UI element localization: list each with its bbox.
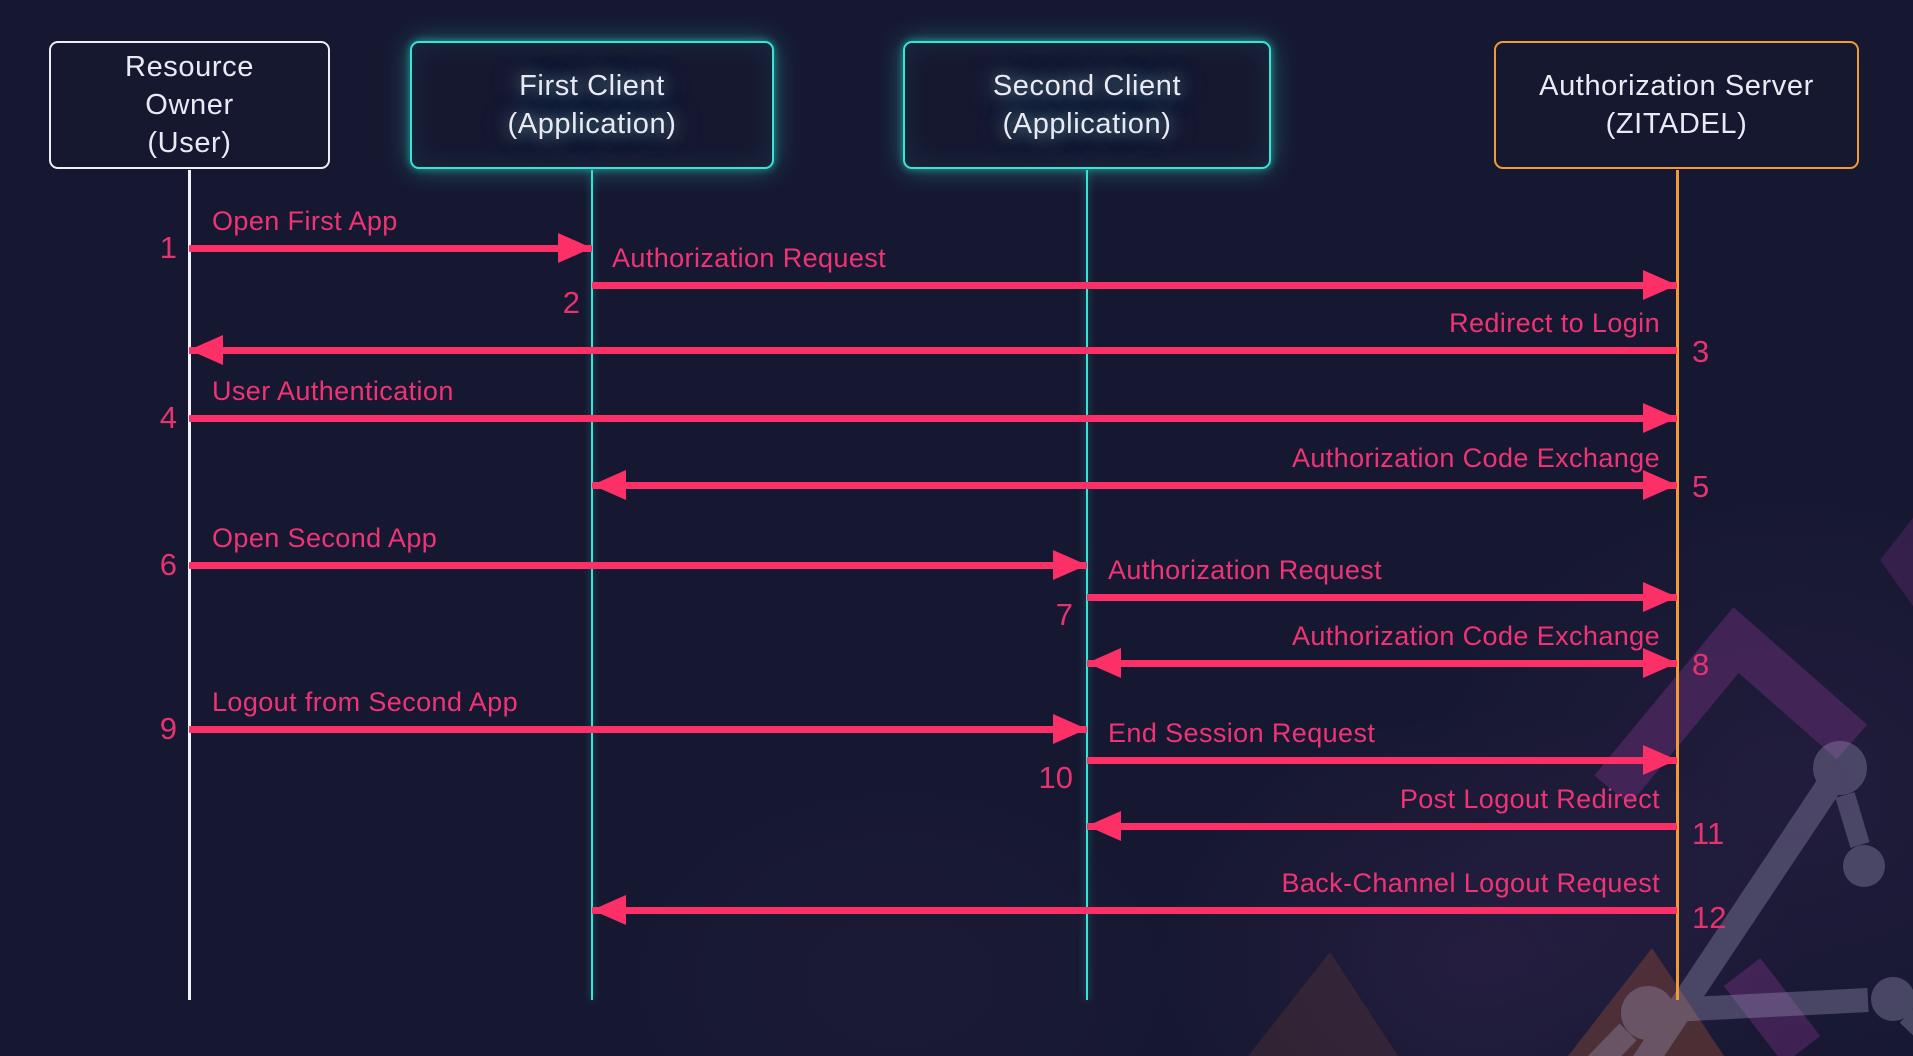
actor-box-second-client: Second Client (Application): [903, 41, 1271, 169]
message-number: 1: [159, 230, 177, 265]
arrowhead-right-icon: [1643, 745, 1677, 775]
arrowhead-left-icon: [592, 895, 626, 925]
message-label: Open Second App: [212, 523, 438, 553]
message-label: Authorization Request: [1108, 555, 1383, 585]
message-bar: [1087, 594, 1677, 601]
lifeline-second-client: [1086, 170, 1088, 1000]
message-number: 3: [1692, 334, 1710, 369]
message-label: User Authentication: [212, 376, 454, 406]
message-bar: [1087, 660, 1677, 667]
message-bar: [189, 245, 592, 252]
watermark-orange-triangle: [1568, 948, 1724, 1056]
message-bar: [1087, 757, 1677, 764]
message-label: Post Logout Redirect: [1399, 784, 1660, 814]
message-bar: [592, 282, 1677, 289]
message-number: 2: [562, 285, 580, 320]
watermark-purple-corner: [1880, 518, 1913, 606]
message-bar: [592, 482, 1677, 489]
message-number: 7: [1055, 597, 1073, 632]
message-bar: [189, 415, 1677, 422]
arrowhead-right-icon: [1643, 470, 1677, 500]
message-bar: [1087, 823, 1677, 830]
actor-title-second-client-line: Second Client: [992, 70, 1182, 102]
arrowhead-right-icon: [1643, 582, 1677, 612]
message-label: Open First App: [212, 206, 398, 236]
actor-title-first-client-line: First Client: [519, 70, 665, 102]
arrowhead-left-icon: [1087, 648, 1121, 678]
message-number: 12: [1692, 900, 1727, 935]
arrowhead-right-icon: [558, 233, 592, 263]
arrowhead-right-icon: [1643, 648, 1677, 678]
message-number: 4: [159, 400, 177, 435]
message-number: 8: [1692, 647, 1710, 682]
arrowhead-right-icon: [1053, 714, 1087, 744]
actor-title-first-client-line: (Application): [507, 108, 677, 140]
message-bar: [592, 907, 1677, 914]
message-label: Authorization Request: [612, 243, 887, 273]
actor-box-first-client: First Client (Application): [410, 41, 774, 169]
watermark-orange-triangle-2: [1248, 952, 1398, 1056]
message-bar: [189, 726, 1087, 733]
message-label: Logout from Second App: [212, 687, 519, 717]
actor-title-resource-owner-line: (User): [147, 127, 232, 159]
actor-title-authorization-server-line: (ZITADEL): [1605, 108, 1748, 140]
arrowhead-right-icon: [1643, 270, 1677, 300]
arrowhead-right-icon: [1053, 550, 1087, 580]
message-label: End Session Request: [1108, 718, 1376, 748]
actor-title-resource-owner-line: Owner: [145, 89, 234, 121]
message-label: Back-Channel Logout Request: [1281, 868, 1660, 898]
actor-title-resource-owner-line: Resource: [125, 51, 254, 83]
message-number: 5: [1692, 469, 1710, 504]
arrowhead-right-icon: [1643, 403, 1677, 433]
lifeline-resource-owner: [187, 170, 191, 1000]
lifeline-first-client: [591, 170, 593, 1000]
message-label: Authorization Code Exchange: [1291, 621, 1660, 651]
message-number: 6: [159, 547, 177, 582]
message-number: 10: [1038, 760, 1073, 795]
actor-title-authorization-server-line: Authorization Server: [1539, 70, 1814, 102]
arrowhead-left-icon: [1087, 811, 1121, 841]
actor-box-authorization-server: Authorization Server (ZITADEL): [1494, 41, 1859, 169]
arrowhead-left-icon: [189, 335, 223, 365]
arrowhead-left-icon: [592, 470, 626, 500]
lifeline-authorization-server: [1675, 170, 1679, 1000]
message-number: 11: [1692, 816, 1725, 851]
message-label: Authorization Code Exchange: [1291, 443, 1660, 473]
message-number: 9: [159, 711, 177, 746]
message-label: Redirect to Login: [1449, 308, 1660, 338]
actor-title-second-client-line: (Application): [1002, 108, 1172, 140]
message-bar: [189, 562, 1087, 569]
watermark-purple-chevron: [1594, 607, 1868, 1056]
message-bar: [189, 347, 1677, 354]
